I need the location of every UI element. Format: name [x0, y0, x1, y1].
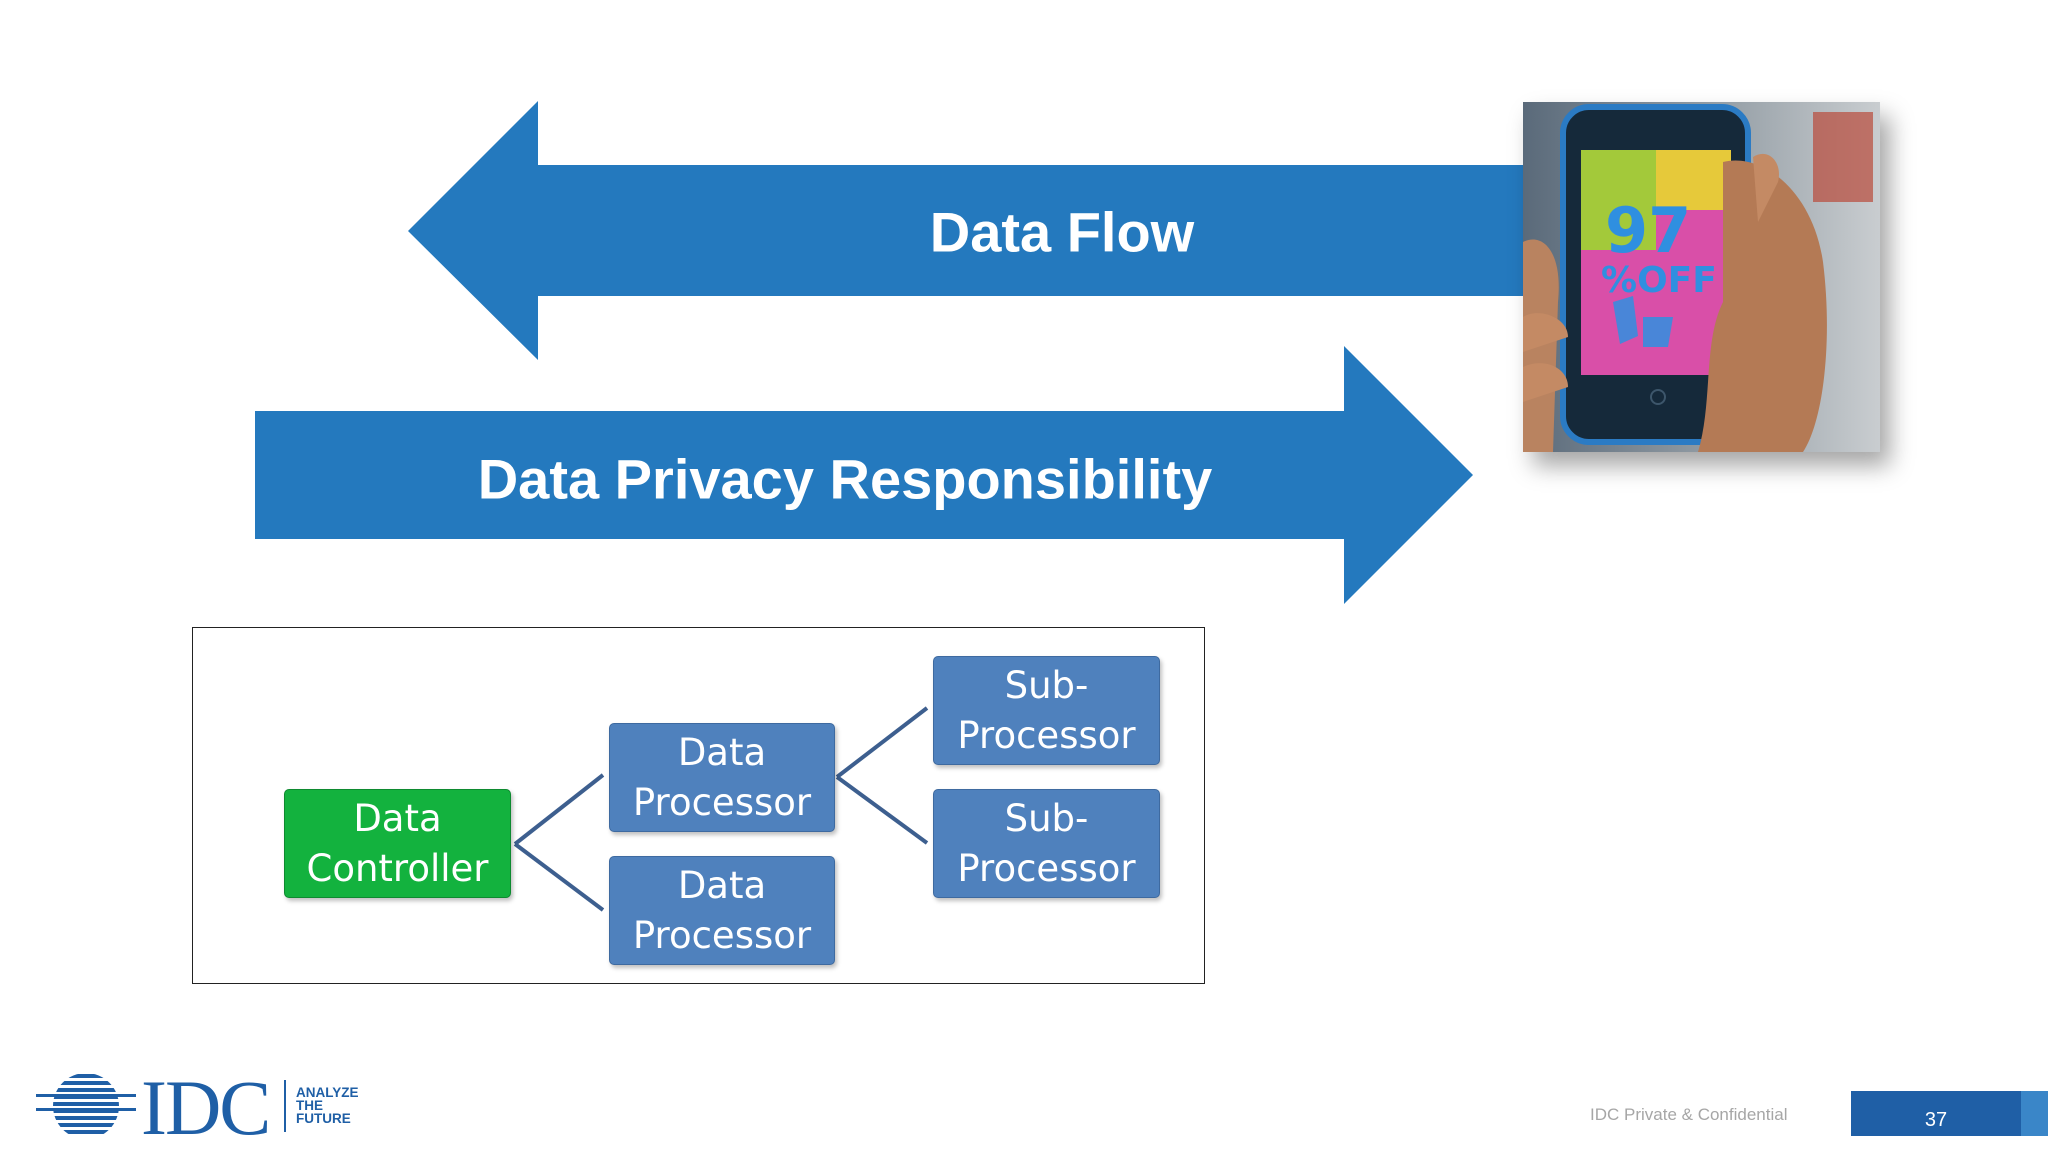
tagline-line3: FUTURE — [296, 1111, 351, 1126]
data-processor-node-top: Data Processor — [609, 723, 835, 832]
tagline-line2: THE — [296, 1098, 323, 1113]
data-processor-top-line1: Data — [677, 730, 767, 774]
idc-logo-word: IDC — [141, 1064, 271, 1151]
hierarchy-connectors — [513, 706, 929, 912]
data-processor-node-bottom: Data Processor — [609, 856, 835, 965]
sub-processor-bottom-line2: Processor — [957, 846, 1136, 890]
sub-processor-node-bottom: Sub- Processor — [933, 789, 1160, 898]
sub-processor-top-line1: Sub- — [1004, 663, 1089, 707]
sub-processor-bottom-line1: Sub- — [1004, 796, 1089, 840]
data-controller-line1: Data — [353, 796, 442, 840]
idc-tagline: ANALYZE THE FUTURE — [296, 1085, 359, 1126]
data-flow-label: Data Flow — [929, 200, 1195, 264]
photo-screen-line1: 97 — [1605, 194, 1691, 267]
data-processor-bottom-line2: Processor — [632, 913, 812, 957]
sub-processor-node-top: Sub- Processor — [933, 656, 1160, 765]
page-number-accent — [2021, 1091, 2048, 1136]
responsibility-label: Data Privacy Responsibility — [477, 447, 1213, 511]
photo-screen-line2: %OFF — [1601, 260, 1717, 301]
logo-divider — [284, 1080, 286, 1132]
idc-globe-logo-icon — [36, 1073, 136, 1139]
tagline-line1: ANALYZE — [296, 1085, 359, 1100]
data-controller-line2: Controller — [306, 846, 489, 890]
phone-promo-photo: 97 %OFF — [1523, 102, 1880, 452]
role-hierarchy-chart: Data Controller Data Processor Data Proc… — [192, 627, 1205, 984]
data-controller-node: Data Controller — [284, 789, 511, 898]
confidential-notice: IDC Private & Confidential — [1590, 1105, 1788, 1124]
sub-processor-top-line2: Processor — [957, 713, 1136, 757]
data-processor-bottom-line1: Data — [677, 863, 767, 907]
data-processor-top-line2: Processor — [632, 780, 812, 824]
page-number: 37 — [1851, 1091, 2021, 1136]
